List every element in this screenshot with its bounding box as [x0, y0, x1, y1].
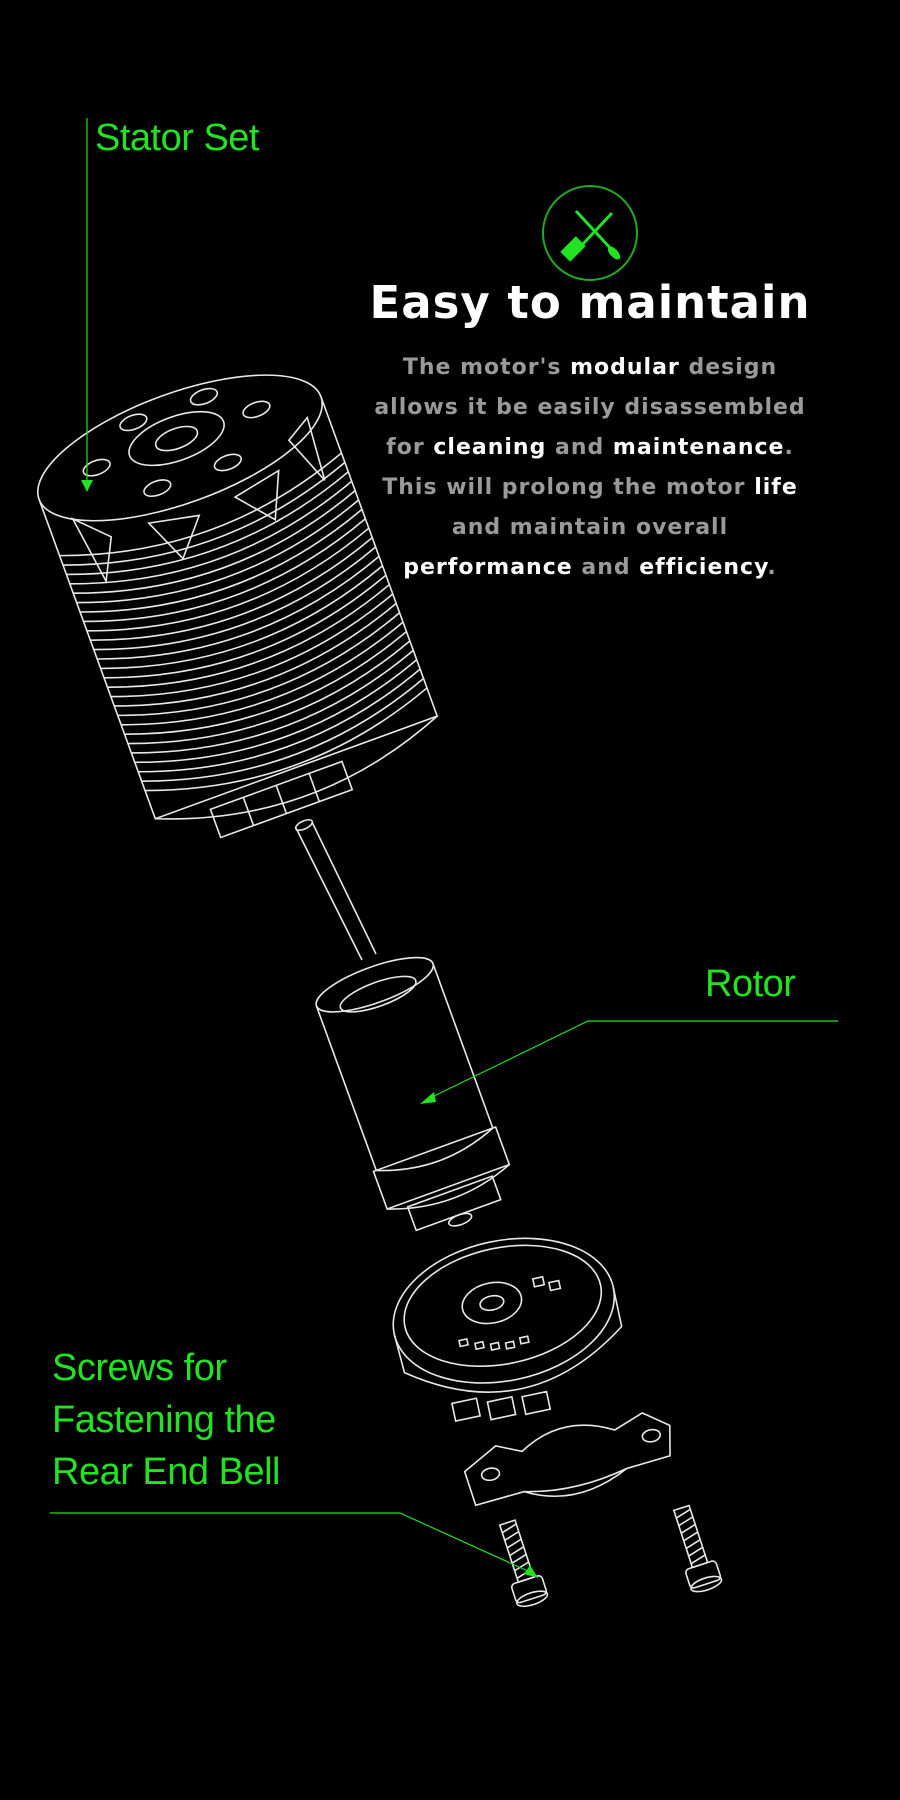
stator-fin	[86, 527, 370, 632]
stator-fin	[138, 668, 421, 773]
rear-end-bell	[392, 1237, 623, 1423]
leader-lines	[50, 118, 838, 1578]
desc-segment: design allows it be easily disassembled …	[374, 355, 806, 460]
tools-crossed-icon	[542, 185, 638, 281]
stator-fin	[97, 555, 380, 660]
screws-label-line-3: Rear End Bell	[52, 1451, 280, 1493]
desc-highlight: life	[754, 475, 798, 500]
desc-segment: The motor's	[402, 355, 571, 380]
desc-segment: and	[572, 555, 640, 580]
stator-fin	[93, 546, 377, 651]
stator-fin	[134, 659, 418, 764]
stator-fin	[76, 499, 360, 604]
desc-highlight: cleaning	[433, 435, 547, 460]
screws-arrowhead	[524, 1565, 538, 1578]
stator-fin	[107, 583, 390, 688]
desc-segment: . This will prolong the motor	[382, 435, 794, 500]
stator-fin	[73, 489, 356, 595]
feature-description: The motor's modular design allows it be …	[370, 348, 810, 588]
screws-leader-line	[50, 1512, 531, 1573]
stator-fin	[83, 518, 366, 623]
rotor-leader-line	[429, 1020, 838, 1099]
stator-fin	[121, 621, 404, 726]
desc-highlight: modular	[570, 355, 680, 380]
screws-label-line-2: Fastening the	[52, 1399, 276, 1441]
stator-fin	[114, 602, 397, 707]
stator-fin	[141, 677, 425, 782]
stator-fin	[80, 508, 363, 613]
stator-arrowhead	[81, 480, 93, 492]
bracket	[463, 1412, 671, 1507]
desc-segment: and maintain overall	[451, 515, 729, 540]
rotor-label: Rotor	[705, 963, 796, 1005]
desc-segment: .	[767, 555, 777, 580]
stator-fin	[100, 565, 384, 670]
desc-highlight: performance	[403, 555, 573, 580]
rotor-arrowhead	[420, 1092, 436, 1104]
desc-segment: and	[546, 435, 613, 460]
stator-fin	[117, 612, 401, 717]
stator-set-label: Stator Set	[95, 117, 259, 159]
screw-left	[498, 1519, 549, 1608]
desc-highlight: efficiency	[639, 555, 768, 580]
desc-highlight: maintenance	[612, 435, 785, 460]
stator-fin	[62, 461, 346, 566]
stator-fin	[110, 593, 394, 698]
stator-fin	[69, 480, 353, 585]
feature-title: Easy to maintain	[369, 276, 811, 329]
rotor	[315, 956, 511, 1232]
stator-set	[36, 374, 439, 839]
screw-right	[672, 1504, 723, 1593]
stator-fin	[90, 536, 373, 641]
stator-fin	[59, 452, 342, 557]
screws-label-line-1: Screws for	[52, 1347, 227, 1389]
stator-fin	[127, 640, 411, 745]
screws-label: Screws for Fastening the Rear End Bell	[52, 1342, 280, 1498]
rotor-shaft	[294, 818, 377, 961]
stator-fin	[131, 649, 414, 754]
stator-fin	[124, 630, 407, 735]
stator-fin	[145, 687, 428, 792]
stator-fin	[104, 574, 387, 679]
